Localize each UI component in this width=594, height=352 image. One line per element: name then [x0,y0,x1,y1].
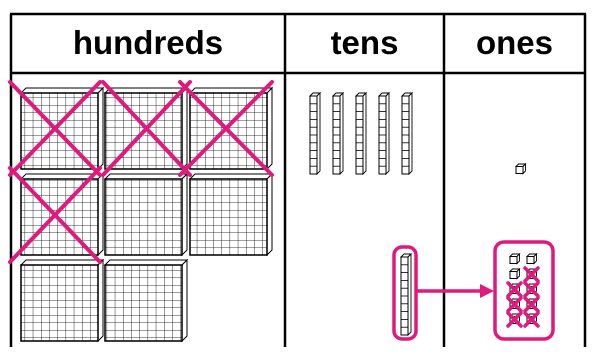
hundred-flat-3 [188,86,274,171]
hundred-flat-4 [19,172,105,257]
hundred-flat-8 [103,258,189,343]
hundred-flat-5 [103,172,189,257]
header-tens: tens [330,24,399,61]
tens-rod-1 [308,91,322,176]
ones-cubes [514,162,527,175]
header-hundreds: hundreds [72,24,224,61]
tens-rod-2 [331,91,345,176]
header-ones: ones [475,24,554,61]
hundred-flat-6 [188,172,274,257]
tens-rod-3 [354,91,368,176]
tens-rod-regrouped [399,252,413,337]
regrouped-unit-cube-3 [508,267,521,280]
tens-rod-4 [377,91,391,176]
tens-rod-5 [400,91,414,176]
cross-mark-icon [523,266,540,283]
unit-cube-icon [514,162,527,175]
cross-mark-icon [8,80,102,177]
regrouped-unit-cube-2 [525,252,538,265]
regrouped-unit-cube-1 [508,252,521,265]
cross-mark-icon [101,80,192,177]
regroup-annotation [416,240,555,341]
cross-mark-icon [523,296,540,313]
arrow-head-icon [480,284,494,298]
tens-rods [308,91,418,341]
cross-mark-icon [523,281,540,298]
cross-mark-icon [178,80,274,177]
hundred-flat-7 [19,258,105,343]
regroup-highlight-box [392,245,418,341]
ones-regroup-box [493,240,555,341]
cross-mark-icon [506,311,523,328]
cross-mark-icon [506,281,523,298]
cross-mark-icon [523,311,540,328]
cross-mark-icon [8,166,102,264]
cross-mark-icon [506,296,523,313]
table-frame [9,12,587,347]
hundreds-blocks [8,80,274,343]
hundred-flat-1 [19,86,105,171]
